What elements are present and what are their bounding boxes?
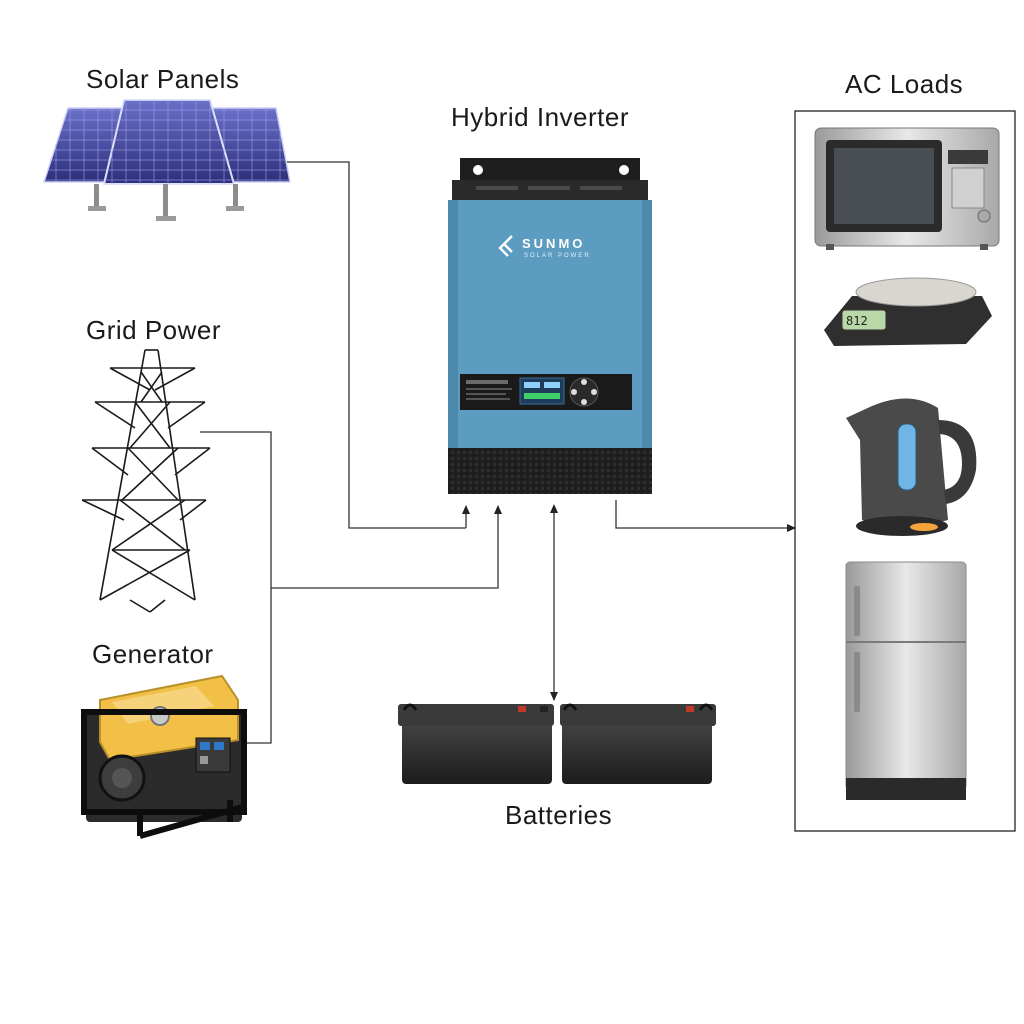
sunmo-logo: SUNMO SOLAR POWER — [498, 235, 591, 259]
microwave-icon — [814, 127, 1000, 250]
battery-icon — [398, 703, 554, 784]
generator-label: Generator — [92, 639, 214, 669]
hybrid-inverter-label: Hybrid Inverter — [451, 102, 629, 132]
solar-panels-icon — [42, 99, 291, 221]
battery-icon — [560, 703, 716, 784]
battery-bank — [398, 703, 716, 784]
svg-text:SOLAR POWER: SOLAR POWER — [524, 253, 591, 259]
inverter-lcd-display — [519, 377, 565, 405]
inverter-button-cluster — [569, 377, 599, 407]
solar-panels-label: Solar Panels — [86, 64, 240, 94]
connection-lines — [200, 161, 796, 744]
ac-loads-box — [794, 110, 1016, 832]
inverter-vent-base — [448, 448, 652, 494]
kitchen-scale-icon: 812 — [824, 277, 992, 346]
grid-power-label: Grid Power — [86, 315, 222, 345]
electric-kettle-icon — [846, 398, 977, 536]
solar-to-inverter-line — [285, 161, 466, 529]
hybrid-inverter-device: SUNMO SOLAR POWER — [448, 158, 652, 494]
batteries-label: Batteries — [505, 800, 613, 830]
ac-loads-label: AC Loads — [845, 69, 964, 99]
inverter-to-loads-line — [615, 500, 796, 532]
generator-icon — [81, 674, 247, 839]
svg-text:SUNMO: SUNMO — [522, 236, 585, 251]
transmission-tower-icon — [81, 349, 211, 613]
svg-text:812: 812 — [846, 314, 868, 328]
grid-generator-to-inverter-line — [271, 505, 502, 589]
refrigerator-icon — [845, 561, 967, 800]
